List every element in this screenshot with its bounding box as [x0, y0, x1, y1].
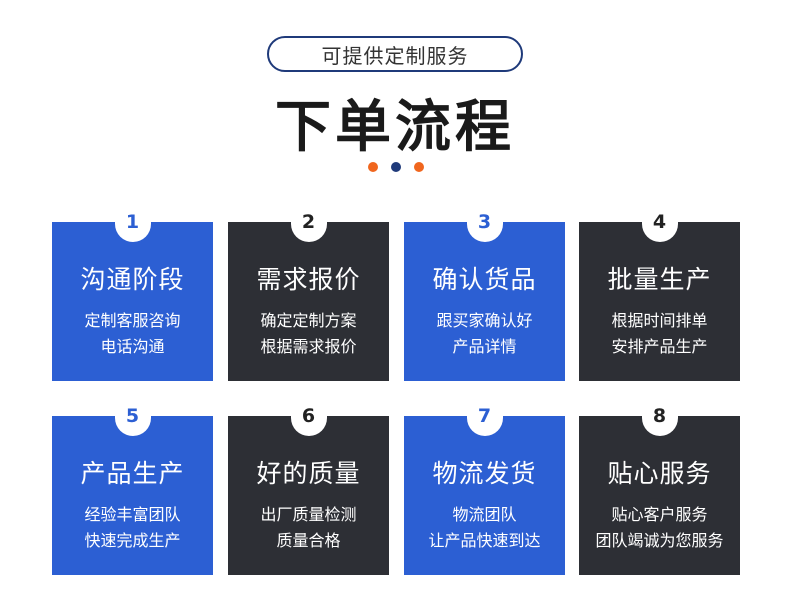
step-number: 2 — [301, 211, 316, 233]
page-title: 下单流程 — [275, 95, 515, 160]
step-card-6: 6 好的质量 出厂质量检测 质量合格 — [228, 405, 389, 575]
step-number: 8 — [652, 405, 667, 427]
step-card-4: 4 批量生产 根据时间排单 安排产品生产 — [579, 211, 740, 381]
step-desc-line: 确定定制方案 — [260, 311, 357, 330]
step-card-3: 3 确认货品 跟买家确认好 产品详情 — [404, 211, 565, 381]
step-desc-line: 电话沟通 — [100, 337, 165, 356]
step-description: 根据时间排单 安排产品生产 — [611, 308, 707, 360]
step-card-2: 2 需求报价 确定定制方案 根据需求报价 — [228, 211, 389, 381]
orange-dot-icon — [368, 162, 378, 172]
decorative-dots — [368, 162, 424, 172]
step-title: 物流发货 — [432, 459, 537, 488]
step-desc-line: 出厂质量检测 — [260, 505, 357, 524]
step-title: 确认货品 — [432, 265, 537, 294]
step-description: 跟买家确认好 产品详情 — [436, 308, 532, 360]
step-number: 1 — [125, 211, 140, 233]
service-badge-label: 可提供定制服务 — [321, 43, 469, 68]
step-title: 需求报价 — [256, 265, 361, 294]
orange-dot-icon — [414, 162, 424, 172]
step-number: 5 — [125, 405, 140, 427]
step-description: 物流团队 让产品快速到达 — [428, 502, 540, 554]
step-desc-line: 定制客服咨询 — [84, 311, 181, 330]
step-title: 沟通阶段 — [80, 265, 185, 294]
step-card-5: 5 产品生产 经验丰富团队 快速完成生产 — [52, 405, 213, 575]
step-card-8: 8 贴心服务 贴心客户服务 团队竭诚为您服务 — [579, 405, 740, 575]
step-desc-line: 经验丰富团队 — [84, 505, 181, 524]
step-number: 7 — [477, 405, 492, 427]
navy-dot-icon — [391, 162, 401, 172]
step-title: 好的质量 — [256, 459, 361, 488]
step-description: 经验丰富团队 快速完成生产 — [84, 502, 180, 554]
step-description: 确定定制方案 根据需求报价 — [260, 308, 356, 360]
step-number: 6 — [301, 405, 316, 427]
step-desc-line: 跟买家确认好 — [436, 311, 533, 330]
step-title: 批量生产 — [607, 265, 712, 294]
step-description: 贴心客户服务 团队竭诚为您服务 — [595, 502, 723, 554]
step-desc-line: 产品详情 — [452, 337, 517, 356]
step-desc-line: 让产品快速到达 — [428, 531, 541, 550]
step-description: 定制客服咨询 电话沟通 — [84, 308, 180, 360]
step-desc-line: 质量合格 — [276, 531, 341, 550]
step-desc-line: 根据需求报价 — [260, 337, 357, 356]
step-desc-line: 根据时间排单 — [611, 311, 708, 330]
step-number: 3 — [477, 211, 492, 233]
step-description: 出厂质量检测 质量合格 — [260, 502, 356, 554]
step-title: 产品生产 — [80, 459, 185, 488]
step-desc-line: 快速完成生产 — [84, 531, 181, 550]
step-title: 贴心服务 — [607, 459, 712, 488]
service-badge: 可提供定制服务 — [267, 36, 523, 72]
step-card-7: 7 物流发货 物流团队 让产品快速到达 — [404, 405, 565, 575]
step-desc-line: 贴心客户服务 — [611, 505, 708, 524]
step-desc-line: 安排产品生产 — [611, 337, 708, 356]
step-number: 4 — [652, 211, 667, 233]
step-desc-line: 物流团队 — [452, 505, 517, 524]
step-desc-line: 团队竭诚为您服务 — [595, 531, 724, 550]
step-card-1: 1 沟通阶段 定制客服咨询 电话沟通 — [52, 211, 213, 381]
